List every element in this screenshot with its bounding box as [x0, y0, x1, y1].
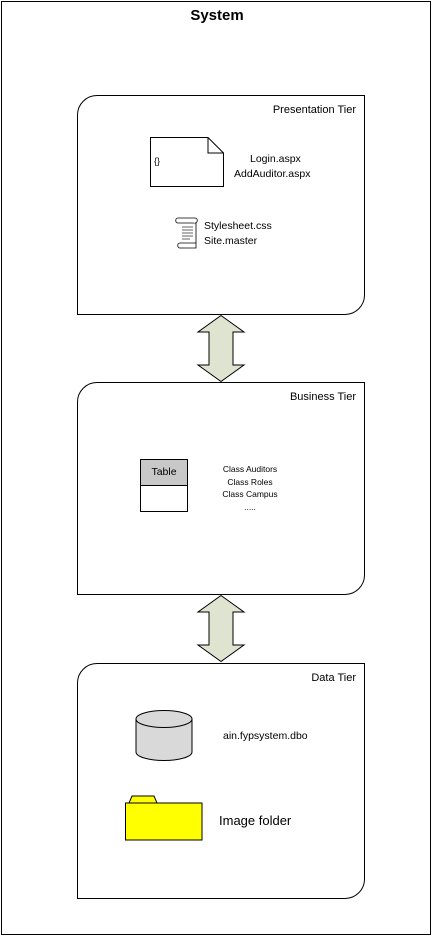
data-tier-title: Data Tier: [311, 672, 356, 684]
folder-icon: [125, 795, 203, 841]
class-auditors: Class Auditors: [222, 464, 278, 474]
bidirectional-arrow-1: [196, 314, 246, 383]
database-icon: [135, 710, 193, 761]
table-icon-header: Table: [141, 460, 187, 486]
database-name: ain.fypsystem.dbo: [223, 730, 308, 742]
class-more: .....: [244, 501, 256, 512]
code-file-icon: [150, 137, 224, 187]
data-tier: Data Tier ain.fypsystem.dbo Image folder: [77, 663, 365, 899]
file-addauditor: AddAuditor.aspx: [234, 168, 311, 180]
presentation-tier-title: Presentation Tier: [272, 104, 356, 116]
business-tier-title: Business Tier: [289, 391, 356, 403]
system-title: System: [190, 7, 244, 24]
style-site-master: Site.master: [204, 235, 258, 247]
class-campus: Class Campus: [222, 489, 278, 499]
stylesheet-scroll-icon: [175, 217, 198, 249]
table-icon: Table: [140, 459, 188, 512]
business-tier: Business Tier Table Class Auditors Class…: [77, 382, 365, 595]
bidirectional-arrow-2: [196, 594, 246, 663]
class-roles: Class Roles: [227, 476, 273, 487]
image-folder-label: Image folder: [219, 813, 292, 828]
file-login: Login.aspx: [250, 153, 301, 165]
style-stylesheet: Stylesheet.css: [204, 220, 272, 232]
code-file-icon-text: {}: [154, 156, 161, 166]
class-list: Class Auditors Class Roles Class Campus …: [209, 463, 291, 513]
presentation-tier: Presentation Tier {} Login.aspx AddAudit…: [77, 95, 365, 315]
